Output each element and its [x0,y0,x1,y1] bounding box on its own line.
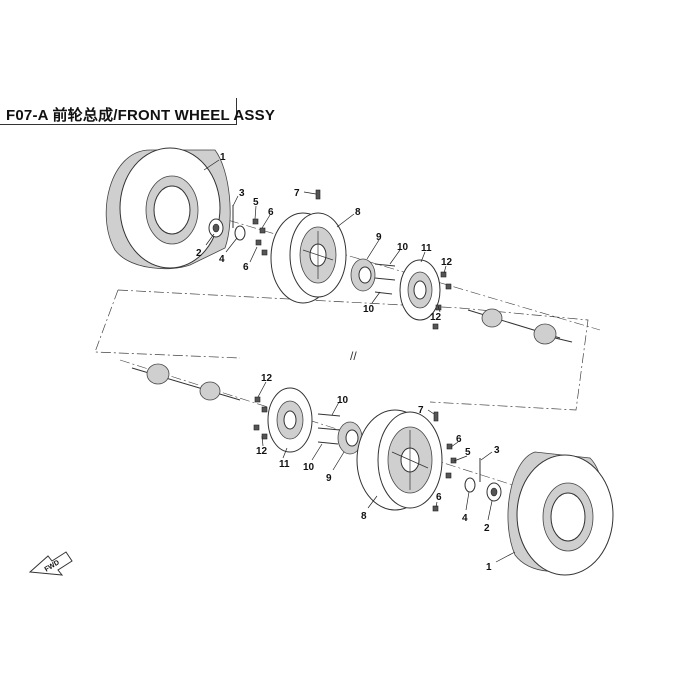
callout-label: 12 [256,446,268,457]
callout-label: 12 [261,373,273,384]
callout-label: 3 [494,445,500,456]
callout-label: 1 [220,152,226,163]
upper-studs [374,263,396,295]
callout-label: 9 [326,473,332,484]
callout-label: 3 [239,188,245,199]
upper-hub [350,258,376,292]
page-title: F07-A 前轮总成/FRONT WHEEL ASSY [6,107,276,124]
callout-label: 4 [462,513,468,524]
callout-label: 10 [337,395,349,406]
callout-label: 6 [268,207,274,218]
lower-brake-disc [267,387,313,453]
halfshaft-group-frame: // [94,289,589,411]
callout-label: 10 [397,242,409,253]
callout-label: 7 [294,188,300,199]
upper-hub-nut [208,218,224,238]
lower-callouts: 12 12 11 10 10 9 8 7 6 6 5 4 3 2 1 [256,373,516,573]
upper-rim [270,212,347,304]
upper-lug-nuts [252,218,268,256]
lower-halfshaft [131,363,241,401]
callout-label: 5 [465,447,471,458]
callout-label: 12 [430,312,442,323]
callout-label: 11 [421,243,432,254]
callout-label: 10 [363,304,375,315]
upper-halfshaft [467,308,573,345]
callout-label: 8 [361,511,367,522]
lower-tire [507,451,614,576]
upper-tire [105,147,231,270]
lower-disc-bolts [253,396,268,440]
lower-washer [464,477,476,493]
upper-valve-stem [315,189,321,200]
callout-label: 12 [441,257,453,268]
lower-rim [356,409,443,511]
callout-label: 6 [456,434,462,445]
upper-callouts: 1 2 3 4 5 6 6 7 8 9 10 10 11 12 12 [196,152,453,323]
callout-label: 1 [486,562,492,573]
title-frame [0,98,237,125]
callout-label: 7 [418,405,424,416]
lower-lug-nuts [432,443,457,512]
callout-label: 6 [436,492,442,503]
callout-label: 8 [355,207,361,218]
fwd-arrow-icon: FWD [28,551,73,576]
svg-text://: // [350,349,357,363]
lower-studs [317,413,341,445]
callout-label: 9 [376,232,382,243]
callout-label: 2 [196,248,202,259]
lower-hub-nut [486,482,502,502]
callout-label: 10 [303,462,315,473]
callout-label: 4 [219,254,225,265]
lower-valve-stem [433,411,439,422]
callout-label: 6 [243,262,249,273]
lower-hub [337,421,363,455]
upper-brake-disc [399,259,441,321]
callout-label: 11 [279,459,290,470]
callout-label: 2 [484,523,490,534]
callout-label: 5 [253,197,259,208]
upper-washer [234,225,246,241]
